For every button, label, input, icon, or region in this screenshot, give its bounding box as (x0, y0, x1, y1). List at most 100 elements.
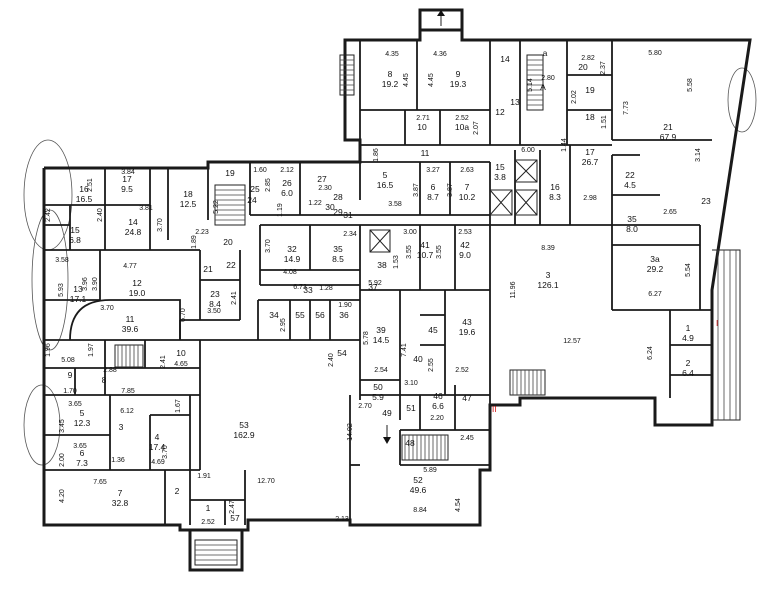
room-area: 14.9 (284, 254, 301, 264)
svg-text:2.70: 2.70 (358, 403, 372, 410)
room-labels: 8 19.2 9 19.3 14 а 20 А 12 13 19 21 67.9… (68, 48, 711, 523)
svg-text:2.53: 2.53 (458, 229, 472, 236)
room-label: 32 (287, 244, 297, 254)
stair-left-middle (114, 344, 144, 368)
room-label: 4 (155, 432, 160, 442)
svg-text:2.12: 2.12 (280, 167, 294, 174)
svg-text:2.85: 2.85 (265, 178, 272, 192)
svg-text:4.35: 4.35 (385, 51, 399, 58)
room-area: 19.2 (382, 79, 399, 89)
room-area: 8.4 (209, 299, 221, 309)
room-area: 14.5 (373, 335, 390, 345)
elevators (369, 159, 538, 253)
room-area: 17.4 (149, 442, 166, 452)
svg-text:12.70: 12.70 (257, 478, 275, 485)
svg-text:5.14: 5.14 (527, 78, 534, 92)
svg-text:3.90: 3.90 (92, 277, 99, 291)
room-area: 6.0 (281, 188, 293, 198)
room-label: 36 (339, 310, 349, 320)
room-label: 15 (495, 162, 505, 172)
svg-text:2.55: 2.55 (428, 358, 435, 372)
svg-text:2.13: 2.13 (335, 516, 349, 523)
room-label: 2 (175, 486, 180, 496)
svg-text:2.07: 2.07 (473, 121, 480, 135)
room-area: 6.8 (69, 235, 81, 245)
room-label: 8 (388, 69, 393, 79)
room-label: 11 (126, 314, 135, 324)
svg-text:2.65: 2.65 (663, 209, 677, 216)
svg-text:3.00: 3.00 (403, 229, 417, 236)
svg-text:3.55: 3.55 (436, 245, 443, 259)
room-label: А (540, 82, 546, 92)
room-label: 55 (295, 310, 305, 320)
svg-text:2.95: 2.95 (280, 318, 287, 332)
room-label: 10 (417, 122, 427, 132)
room-label: а (543, 48, 548, 58)
entrance-arrow-icon (437, 10, 445, 26)
svg-text:2.40: 2.40 (328, 353, 335, 367)
room-label: 22 (625, 170, 635, 180)
svg-text:3.14: 3.14 (695, 148, 702, 162)
room-label: 49 (382, 408, 392, 418)
svg-text:3.27: 3.27 (426, 167, 440, 174)
svg-text:3.50: 3.50 (207, 308, 221, 315)
svg-text:11.96: 11.96 (510, 281, 517, 298)
room-label: 35 (333, 244, 343, 254)
svg-text:6.27: 6.27 (648, 291, 662, 298)
room-area: 16.5 (76, 194, 93, 204)
room-label: 20 (578, 62, 588, 72)
room-label: 31 (343, 210, 353, 220)
svg-text:1.86: 1.86 (373, 148, 380, 162)
room-label: 16 (79, 184, 89, 194)
room-area: 19.0 (129, 288, 146, 298)
room-label: 47 (462, 393, 472, 403)
room-area: 6.6 (432, 401, 444, 411)
svg-text:2.63: 2.63 (460, 167, 474, 174)
svg-text:1.90: 1.90 (338, 302, 352, 309)
svg-text:2.88: 2.88 (103, 367, 117, 374)
svg-text:2.51: 2.51 (87, 178, 94, 192)
stair-left-upper (214, 184, 246, 226)
svg-text:5.93: 5.93 (58, 283, 65, 297)
svg-text:2.30: 2.30 (318, 185, 332, 192)
room-label: 45 (428, 325, 438, 335)
room-area: 5.9 (372, 392, 384, 402)
room-label: 20 (223, 237, 233, 247)
room-label: 15 (70, 225, 80, 235)
svg-text:1.96: 1.96 (45, 343, 52, 357)
svg-text:1.51: 1.51 (601, 115, 608, 129)
svg-text:3.58: 3.58 (388, 201, 402, 208)
room-label: 8 (102, 375, 107, 385)
room-label: 29 (333, 207, 343, 217)
svg-text:1.89: 1.89 (191, 235, 198, 249)
room-label: 24 (247, 195, 257, 205)
svg-text:7.85: 7.85 (121, 388, 135, 395)
room-area: 19.6 (459, 327, 476, 337)
svg-text:2.41: 2.41 (160, 355, 167, 369)
room-label: 1 (206, 503, 211, 513)
room-label: 14 (500, 54, 510, 64)
room-area: 16.5 (377, 180, 394, 190)
room-label: 43 (462, 317, 472, 327)
room-label: 3 (119, 422, 124, 432)
room-label: 3а (650, 254, 660, 264)
room-label: 30 (325, 202, 335, 212)
room-label: 3 (546, 270, 551, 280)
room-area: 4.5 (624, 180, 636, 190)
svg-text:4.54: 4.54 (455, 498, 462, 512)
svg-text:1.67: 1.67 (175, 399, 182, 413)
svg-text:5.08: 5.08 (61, 357, 75, 364)
svg-text:7.73: 7.73 (623, 101, 630, 115)
room-label: 28 (333, 192, 343, 202)
svg-text:3.96: 3.96 (82, 277, 89, 291)
room-area: 10.2 (459, 192, 476, 202)
stair-bottom-entry (194, 539, 238, 566)
room-label: 10а (455, 122, 469, 132)
svg-text:2.52: 2.52 (455, 115, 469, 122)
room-area: 8.5 (332, 254, 344, 264)
room-label: 26 (282, 178, 292, 188)
room-label: 13 (510, 97, 520, 107)
room-label: 51 (406, 403, 416, 413)
room-label: 38 (377, 260, 387, 270)
